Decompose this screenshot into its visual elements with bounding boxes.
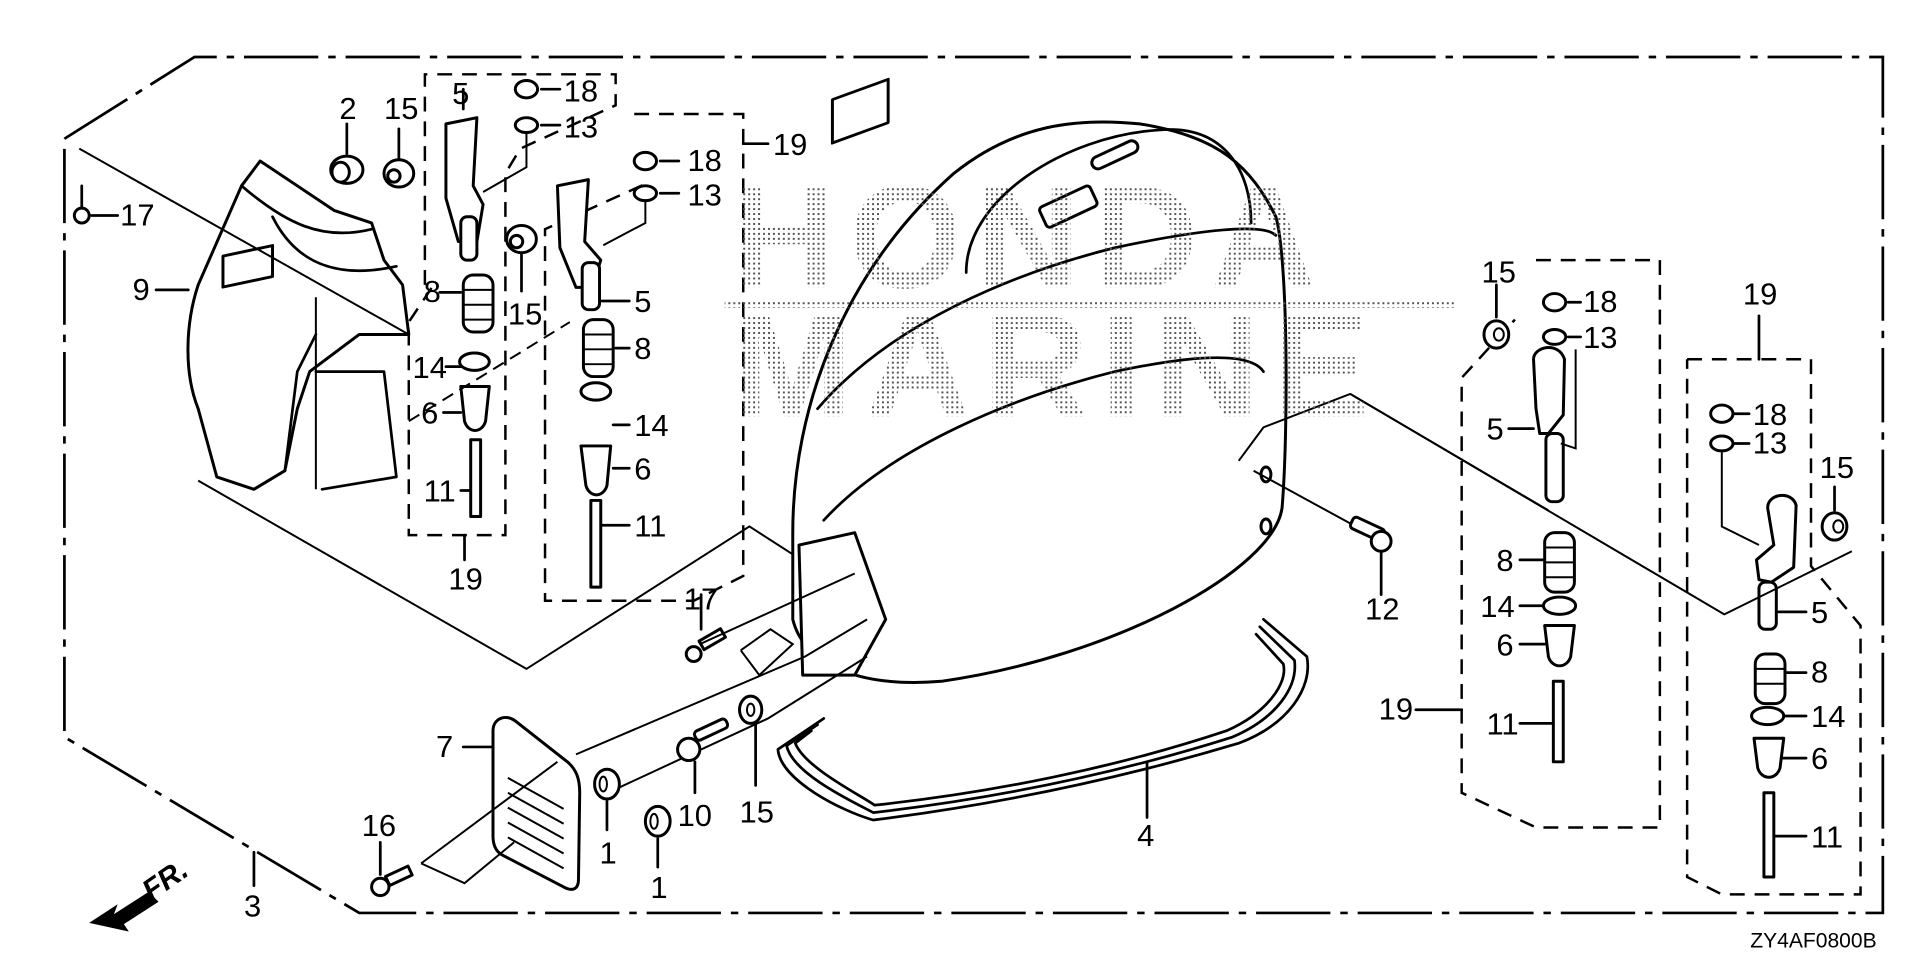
spring-8-a xyxy=(461,273,495,334)
callout-1: 1 xyxy=(650,870,667,905)
callout-18: 18 xyxy=(1583,284,1617,319)
callout-19: 19 xyxy=(773,127,807,162)
callout-14: 14 xyxy=(1811,699,1845,734)
callout-3: 3 xyxy=(244,889,261,924)
callout-12: 12 xyxy=(1365,591,1399,626)
callout-11: 11 xyxy=(1811,819,1843,854)
grommet-1b xyxy=(643,804,672,869)
callout-9: 9 xyxy=(133,272,150,307)
callout-2: 2 xyxy=(339,91,356,126)
callout-19: 19 xyxy=(1743,277,1777,312)
callout-15: 15 xyxy=(740,795,774,830)
grommet-2 xyxy=(329,122,365,185)
callout-11: 11 xyxy=(424,474,456,509)
callout-5: 5 xyxy=(452,76,469,111)
latch-group-3 xyxy=(1414,258,1662,829)
callout-10: 10 xyxy=(678,798,712,833)
vent-slots-top xyxy=(1090,139,1140,171)
callout-labels: 17 9 2 15 5 18 13 8 14 6 11 19 15 18 13 … xyxy=(120,74,1854,924)
callout-18: 18 xyxy=(564,74,598,109)
callout-4: 4 xyxy=(1137,818,1154,853)
callout-16: 16 xyxy=(362,808,396,843)
vent-cover-7 xyxy=(491,716,582,891)
callout-6: 6 xyxy=(421,396,438,431)
callout-8: 8 xyxy=(1811,655,1828,690)
latch-group-4 xyxy=(1349,314,1862,896)
latch-group-1 xyxy=(407,73,617,562)
callout-6: 6 xyxy=(634,451,651,486)
callout-13: 13 xyxy=(1753,425,1787,460)
cover-seal-4 xyxy=(776,617,1310,822)
watermark: HONDA MARINE xyxy=(724,155,1456,447)
callout-1: 1 xyxy=(600,835,617,870)
figure-code: ZY4AF0800B xyxy=(1750,930,1876,953)
callout-6: 6 xyxy=(1496,627,1513,662)
watermark-line1: HONDA xyxy=(731,155,1329,318)
frame-outline xyxy=(63,55,1885,915)
callout-18: 18 xyxy=(1753,397,1787,432)
callout-6: 6 xyxy=(1811,741,1828,776)
washer-15-mid xyxy=(505,223,538,293)
callout-13: 13 xyxy=(687,178,721,213)
callout-18: 18 xyxy=(687,143,721,178)
screw-17-left xyxy=(72,147,410,336)
engine-cover xyxy=(791,77,1288,684)
front-direction-arrow: FR. xyxy=(89,850,256,932)
callout-5: 5 xyxy=(634,284,651,319)
callout-13: 13 xyxy=(564,109,598,144)
grommet-1a xyxy=(593,767,621,832)
bolt-10 xyxy=(676,717,730,795)
callout-7: 7 xyxy=(436,729,453,764)
callout-5: 5 xyxy=(1486,412,1503,447)
callout-11: 11 xyxy=(634,508,666,543)
washer-15-front xyxy=(738,694,764,787)
callout-13: 13 xyxy=(1583,320,1617,355)
callout-15: 15 xyxy=(384,91,418,126)
callout-8: 8 xyxy=(1496,543,1513,578)
callout-8: 8 xyxy=(424,274,441,309)
callout-14: 14 xyxy=(412,350,446,385)
callout-19: 19 xyxy=(448,562,482,597)
callout-17: 17 xyxy=(120,197,154,232)
callout-8: 8 xyxy=(634,331,651,366)
callout-19: 19 xyxy=(1379,692,1413,727)
watermark-line2: MARINE xyxy=(731,284,1382,447)
washer-15-left xyxy=(382,127,416,189)
callout-5: 5 xyxy=(1811,595,1828,630)
callout-14: 14 xyxy=(634,408,668,443)
latch-group-2 xyxy=(543,112,770,603)
inner-cover-part-9 xyxy=(186,159,411,491)
callout-14: 14 xyxy=(1480,589,1514,624)
screw-16 xyxy=(370,840,414,898)
callout-11: 11 xyxy=(1486,707,1518,742)
callout-15: 15 xyxy=(1820,450,1854,485)
callout-15: 15 xyxy=(508,297,542,332)
front-fasteners xyxy=(370,572,868,898)
callout-17: 17 xyxy=(684,581,718,616)
callout-15: 15 xyxy=(1481,254,1515,289)
